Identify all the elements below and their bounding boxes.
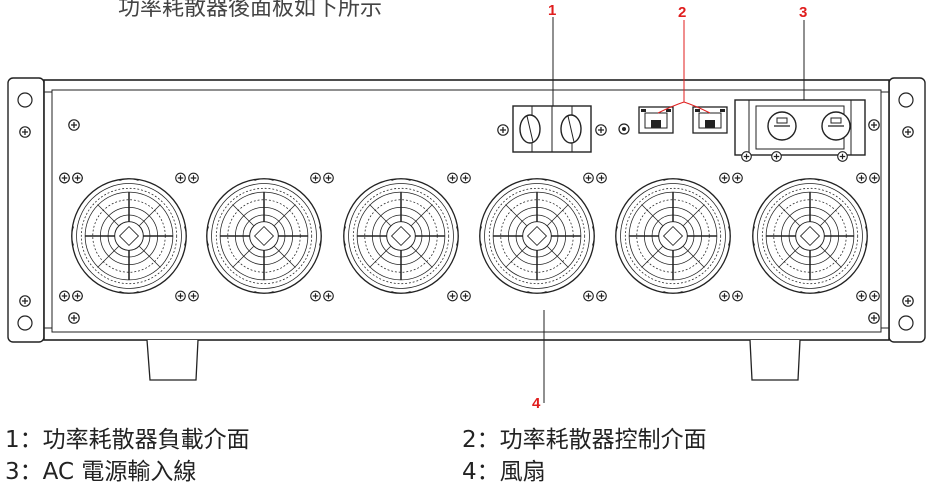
callout-3: 3 — [799, 4, 808, 21]
fan-6 — [752, 178, 868, 294]
fan-4 — [479, 178, 595, 294]
fan-5 — [615, 178, 731, 294]
legend-item-3: 3：AC 電源輸入線 — [5, 459, 197, 485]
callout-2: 2 — [678, 4, 687, 21]
legend-item-2: 2：功率耗散器控制介面 — [462, 427, 707, 453]
fan-2 — [206, 178, 322, 294]
callout-1: 1 — [548, 2, 557, 19]
legend-item-1: 1：功率耗散器負載介面 — [5, 427, 250, 453]
callout-4: 4 — [532, 395, 541, 412]
legend-item-4: 4：風扇 — [462, 459, 546, 485]
fan-3 — [343, 178, 459, 294]
top-caption: 功率耗散器後面板如下所示 — [118, 0, 383, 21]
fan-1 — [71, 178, 187, 294]
